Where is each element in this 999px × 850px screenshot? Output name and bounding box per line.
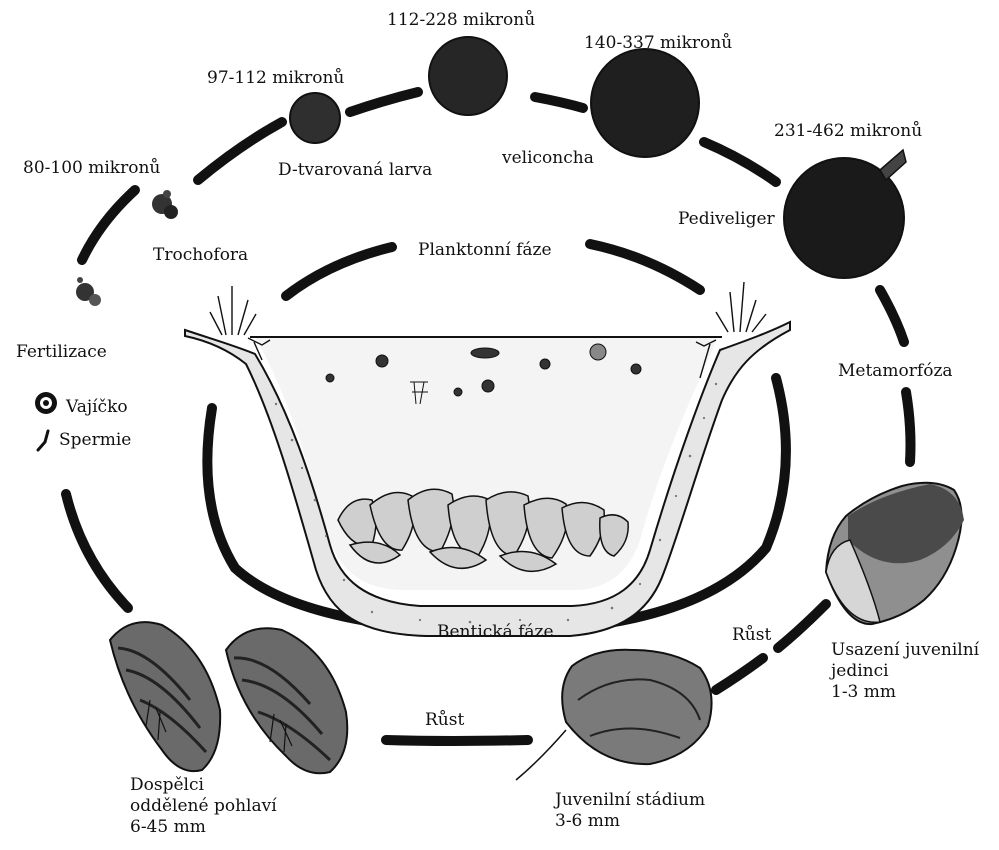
arc-rust-to-juvenile: [716, 658, 763, 690]
veliconcha-early-size: 112-228 mikronů: [387, 10, 535, 31]
d-larva-organism: [290, 93, 340, 143]
d-larva-label: D-tvarovaná larva: [278, 160, 432, 181]
adult-mussels: [110, 622, 347, 773]
growth-label-bottom: Růst: [425, 710, 464, 731]
trochofora-size: 80-100 mikronů: [23, 158, 160, 179]
trochofora-label: Trochofora: [153, 245, 248, 266]
pond-cross-section: [185, 282, 790, 636]
arc-fertilizace-to-trochofora: [82, 190, 135, 260]
inner-arc-left-top: [286, 247, 392, 296]
settled-juvenile-label: Usazení juvenilní jedinci 1-3 mm: [831, 640, 979, 703]
inner-arc-right-top: [590, 244, 700, 290]
arc-juvenile-to-adults: [386, 740, 528, 741]
arc-112-to-140: [535, 97, 583, 108]
veliconcha-early-organism: [429, 37, 507, 115]
arc-140-to-pediveliger: [704, 142, 776, 182]
planktonic-phase-label: Planktonní fáze: [418, 240, 552, 261]
veliconcha-organism: [591, 49, 699, 157]
adults-label: Dospělci oddělené pohlaví 6-45 mm: [130, 775, 277, 838]
arc-adults-to-spermie: [66, 494, 128, 608]
egg-label: Vajíčko: [66, 397, 128, 418]
fertilized-egg-organism: [76, 277, 101, 306]
egg-icon: [35, 392, 57, 414]
arc-settled-to-rust: [778, 604, 826, 648]
arc-pediveliger-to-metamorfoza: [880, 290, 904, 342]
metamorphosis-label: Metamorfóza: [838, 361, 953, 382]
settled-juvenile-organism: [826, 483, 964, 624]
veliconcha-size: 140-337 mikronů: [584, 33, 732, 54]
fertilization-label: Fertilizace: [16, 342, 107, 363]
sperm-icon: [38, 431, 48, 450]
arc-metamorfoza-to-settled: [906, 392, 911, 462]
arc-trochofora-to-d: [198, 122, 282, 180]
benthic-phase-label: Bentická fáze: [437, 622, 554, 643]
pediveliger-size: 231-462 mikronů: [774, 121, 922, 142]
juvenile-stage-label: Juvenilní stádium 3-6 mm: [555, 790, 705, 832]
d-larva-size: 97-112 mikronů: [207, 68, 344, 89]
pediveliger-organism: [784, 150, 906, 278]
juvenile-stage-organism: [516, 650, 712, 780]
veliconcha-label: veliconcha: [502, 148, 594, 169]
sperm-label: Spermie: [59, 430, 131, 451]
pediveliger-label: Pediveliger: [678, 209, 775, 230]
arc-d-to-112: [350, 92, 418, 112]
trochofora-organism: [152, 190, 178, 219]
growth-label-right: Růst: [732, 625, 771, 646]
